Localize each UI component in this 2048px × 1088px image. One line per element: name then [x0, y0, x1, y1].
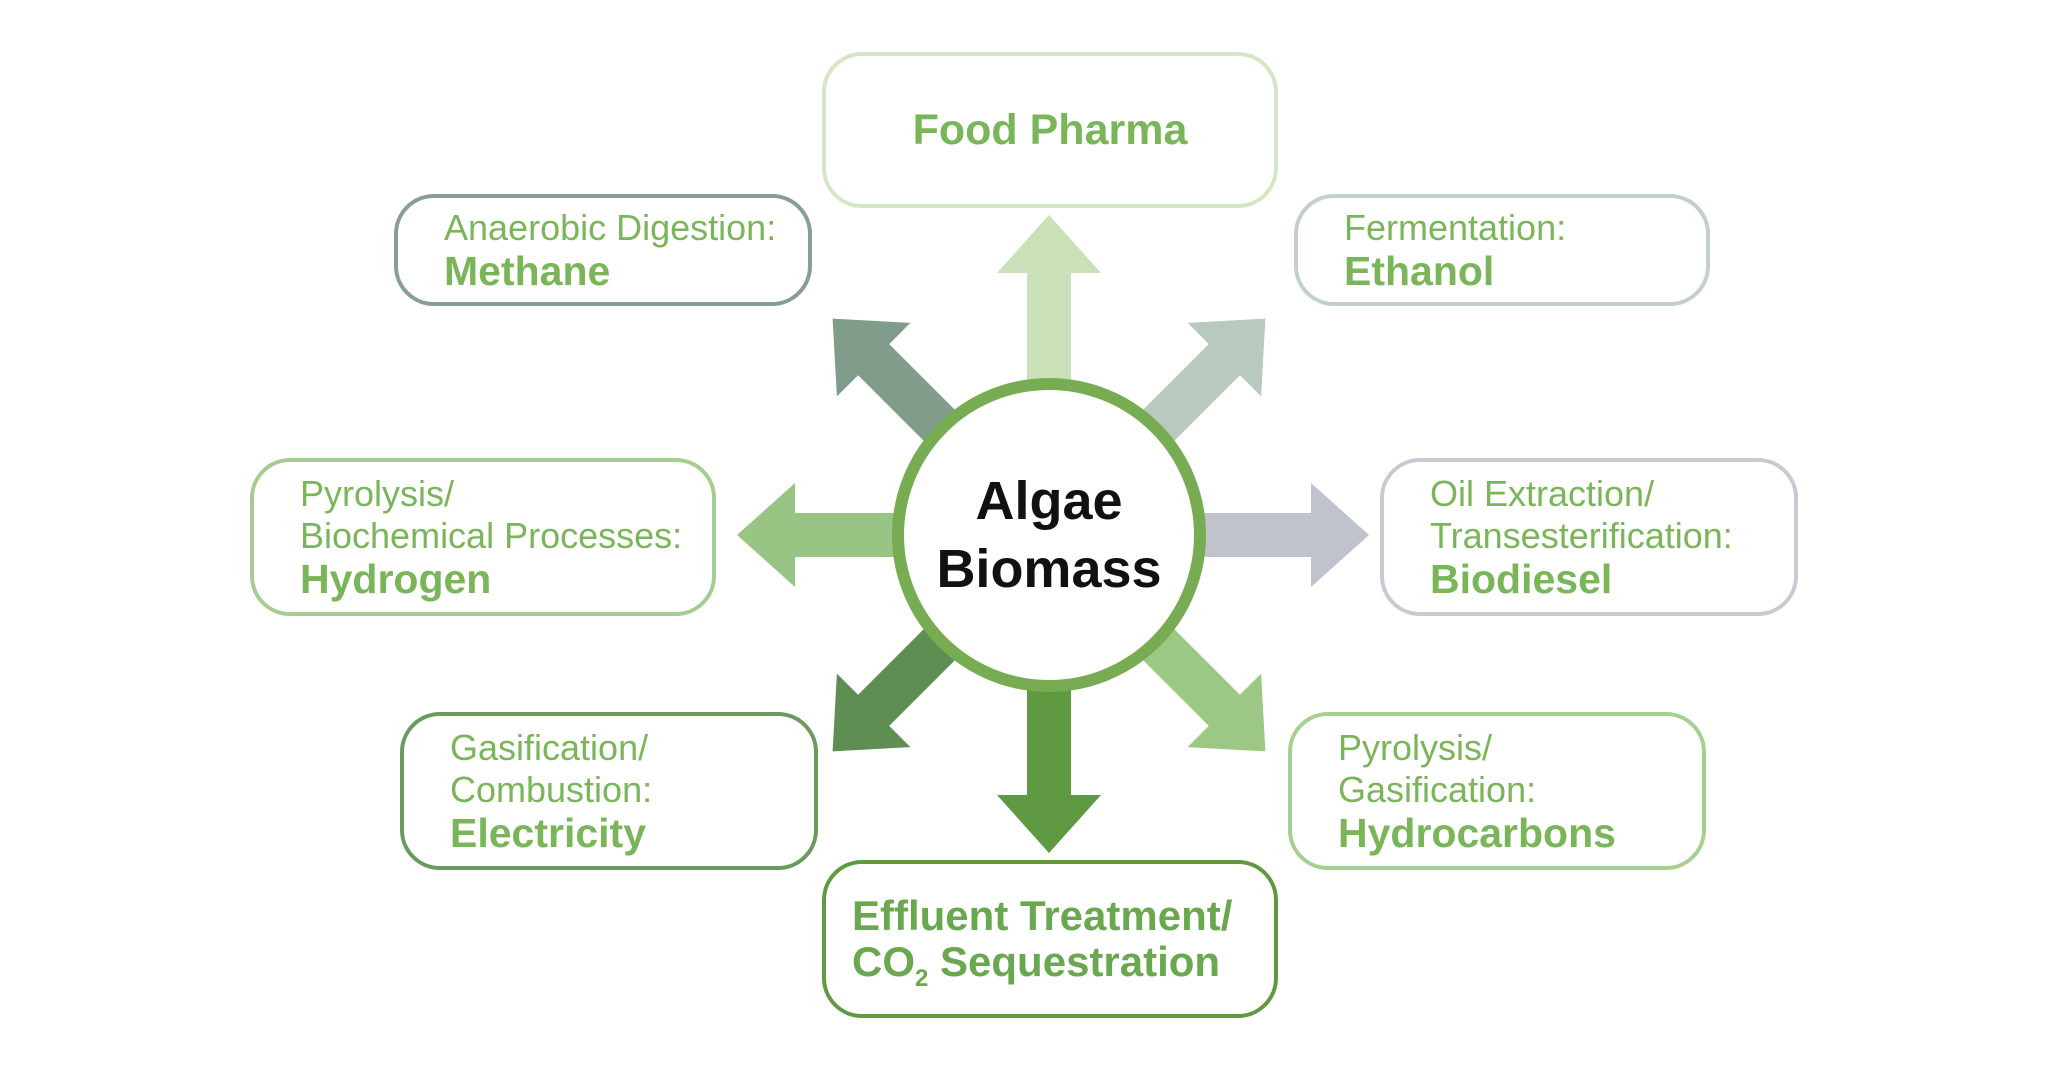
node-effluent-line2: CO2 Sequestration: [852, 938, 1221, 991]
node-hydrogen-process: Pyrolysis/ Biochemical Processes:: [300, 473, 683, 556]
node-effluent-treatment: Effluent Treatment/ CO2 Sequestration: [822, 860, 1278, 1018]
center-hub-algae-biomass: Algae Biomass: [892, 378, 1206, 692]
arrow-to-electricity: [832, 617, 967, 752]
node-methane-product: Methane: [444, 248, 611, 294]
node-hydrocarbons: Pyrolysis/ Gasification: Hydrocarbons: [1288, 712, 1706, 870]
sequestration-suffix: Sequestration: [928, 938, 1221, 985]
node-hydrogen: Pyrolysis/ Biochemical Processes: Hydrog…: [250, 458, 716, 616]
node-biodiesel-product: Biodiesel: [1430, 556, 1613, 602]
center-label-line2: Biomass: [936, 539, 1162, 599]
node-ethanol-product: Ethanol: [1344, 248, 1495, 294]
node-electricity-product: Electricity: [450, 810, 646, 856]
node-hydrocarbons-process: Pyrolysis/ Gasification:: [1338, 727, 1537, 810]
arrow-to-effluent-treatment: [997, 673, 1101, 853]
arrow-to-ethanol: [1131, 318, 1266, 453]
node-biodiesel-process: Oil Extraction/ Transesterification:: [1430, 473, 1733, 556]
arrow-to-food-pharma: [997, 215, 1101, 397]
co2-subscript: 2: [915, 965, 929, 992]
arrow-to-hydrocarbons: [1131, 617, 1266, 752]
node-hydrogen-product: Hydrogen: [300, 556, 492, 602]
node-effluent-line1: Effluent Treatment/: [852, 892, 1233, 939]
center-label-line1: Algae: [975, 471, 1123, 531]
node-food-pharma: Food Pharma: [822, 52, 1278, 208]
node-food-pharma-product: Food Pharma: [912, 106, 1188, 154]
node-hydrocarbons-product: Hydrocarbons: [1338, 810, 1616, 856]
node-methane-process: Anaerobic Digestion:: [444, 207, 777, 248]
node-biodiesel: Oil Extraction/ Transesterification: Bio…: [1380, 458, 1798, 616]
node-ethanol-process: Fermentation:: [1344, 207, 1567, 248]
node-electricity: Gasification/ Combustion: Electricity: [400, 712, 818, 870]
arrow-to-methane: [832, 318, 967, 453]
co2-prefix: CO: [852, 938, 915, 985]
node-electricity-process: Gasification/ Combustion:: [450, 727, 653, 810]
arrow-to-biodiesel: [1187, 483, 1369, 587]
node-methane: Anaerobic Digestion: Methane: [394, 194, 812, 306]
node-ethanol: Fermentation: Ethanol: [1294, 194, 1710, 306]
arrow-to-hydrogen: [737, 483, 911, 587]
